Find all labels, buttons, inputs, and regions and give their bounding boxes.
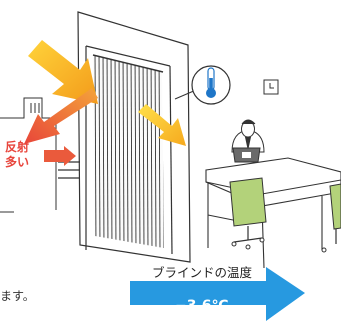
- thermometer-icon: [174, 65, 231, 105]
- office-worker: [231, 119, 265, 153]
- sunlight-arrow-large: [28, 40, 98, 104]
- reflection-arrow-small: [44, 146, 76, 166]
- reflection-arrow: [24, 88, 98, 144]
- office-chair-2: [321, 183, 341, 253]
- caption-fragment: ます。: [0, 289, 35, 303]
- laptop-icon: [232, 147, 261, 163]
- desks: [205, 157, 341, 269]
- reflection-label: 反射 多い: [4, 140, 29, 170]
- wall-clock-icon: [263, 79, 279, 95]
- sunlight-arrow-transmitted: [138, 104, 186, 146]
- blind-temperature-title: ブラインドの温度: [152, 265, 253, 280]
- vertical-blinds: [93, 55, 164, 248]
- office-chair-1: [229, 177, 267, 250]
- temperature-arrow: [130, 267, 305, 321]
- reflection-label-line2: 多い: [5, 155, 30, 169]
- blind-temperature-value: −3.6℃: [175, 298, 229, 314]
- reflection-label-line1: 反射: [5, 140, 30, 154]
